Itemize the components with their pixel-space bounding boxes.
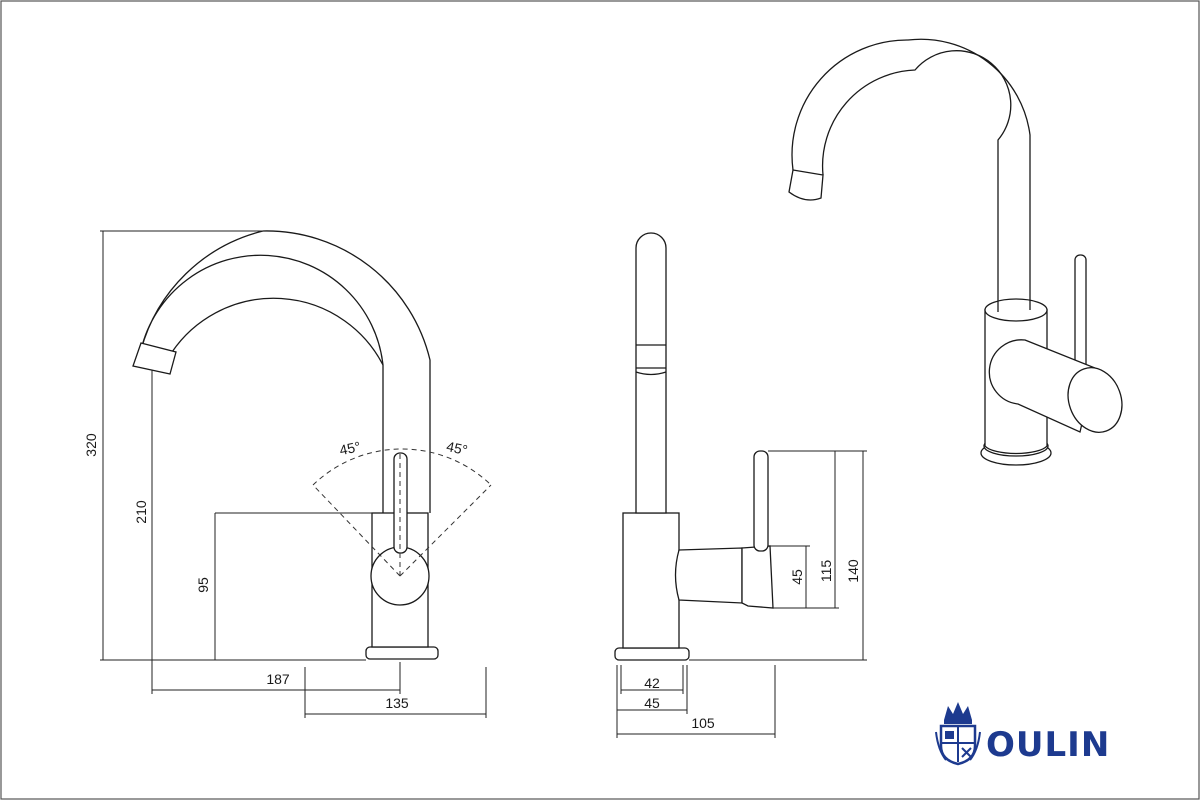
- front-angle-lines: [312, 452, 492, 577]
- label-height-body: 95: [195, 577, 211, 593]
- side-view: [614, 232, 867, 738]
- side-spout-aerator: [635, 371, 667, 376]
- persp-handle-cap: [1067, 367, 1123, 433]
- side-handle-cylinder: [674, 547, 743, 604]
- label-height-lever: 115: [818, 560, 834, 583]
- label-height-total-side: 140: [845, 559, 861, 583]
- front-view: [100, 230, 492, 718]
- front-aerator: [132, 342, 177, 375]
- label-height-spout: 210: [133, 500, 149, 524]
- side-base-plate: [614, 647, 690, 661]
- label-angle-right: 45°: [445, 438, 469, 458]
- label-angle-left: 45°: [338, 438, 362, 458]
- persp-spout-outer: [791, 38, 1031, 310]
- label-reach-handle: 135: [385, 695, 409, 711]
- crest-icon: [935, 702, 981, 766]
- side-spout: [635, 232, 667, 514]
- label-base-inner: 42: [644, 675, 660, 691]
- persp-aerator: [788, 169, 824, 201]
- brand-wordmark: OULIN: [986, 725, 1110, 765]
- label-base-outer: 45: [644, 695, 660, 711]
- persp-handle-body: [988, 339, 1096, 433]
- side-body: [622, 512, 680, 649]
- front-base-plate: [365, 646, 439, 660]
- label-height-total: 320: [83, 433, 99, 457]
- front-spout: [140, 230, 431, 513]
- persp-body-top: [984, 298, 1048, 322]
- persp-spout-inner: [821, 50, 1012, 312]
- side-lever: [753, 450, 769, 552]
- label-reach-spout: 187: [266, 671, 290, 687]
- brand-logo: OULIN: [935, 702, 1110, 766]
- front-spout-inner: [171, 297, 384, 366]
- label-height-handle: 45: [789, 569, 805, 585]
- label-depth-total: 105: [691, 715, 715, 731]
- side-handle-cap: [741, 545, 774, 609]
- perspective-view: [788, 38, 1123, 466]
